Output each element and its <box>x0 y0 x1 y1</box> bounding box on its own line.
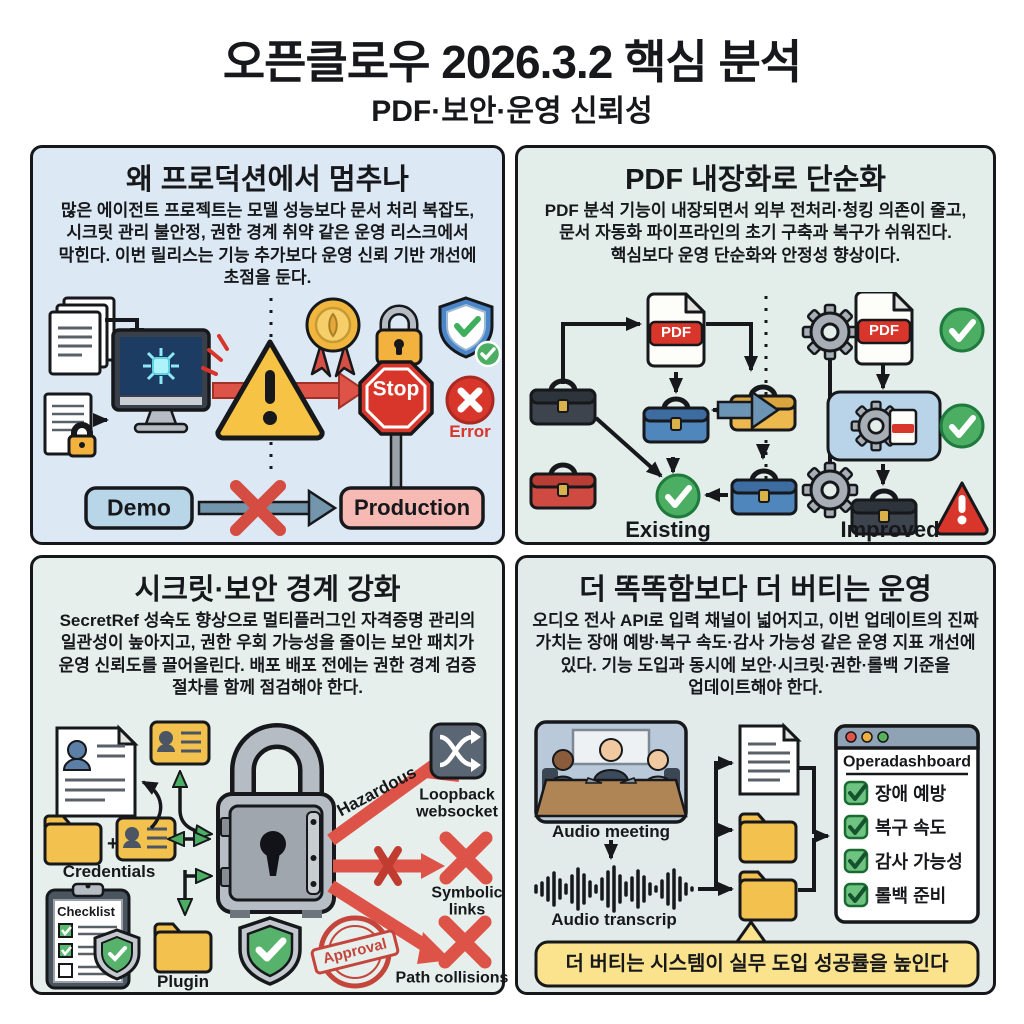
padlock-icon <box>375 304 423 366</box>
check-icon <box>941 309 983 351</box>
audio-meeting-icon <box>534 720 688 824</box>
loopback-label: Loopback websocket <box>416 786 498 821</box>
unified-pdf-engine <box>826 390 942 462</box>
dashboard-item: 복구 속도 <box>875 818 947 838</box>
ops-dashboard-window <box>834 724 980 924</box>
panel-production-title: 왜 프로덕션에서 멈추나 <box>126 164 409 196</box>
pdf-label: PDF <box>661 323 691 341</box>
dashboard-item: 롤백 준비 <box>875 886 947 906</box>
checklist-clipboard-icon <box>45 882 131 990</box>
verified-shield-icon <box>438 296 502 368</box>
banner-label: 더 버티는 시스템이 실무 도입 성공률을 높인다 <box>565 953 949 976</box>
toolbox-dark-icon <box>531 381 595 424</box>
panel-pdf-title: PDF 내장화로 단순화 <box>625 164 886 196</box>
toolbox-red-icon <box>531 465 595 508</box>
folder-icon <box>738 812 798 864</box>
plugin-folder-icon <box>153 922 213 974</box>
transition-arrow <box>716 389 781 431</box>
gear-icon <box>801 303 859 361</box>
panel-security-title: 시크릿·보안 경계 강화 <box>134 574 401 606</box>
shield-check-icon <box>238 916 302 986</box>
locked-document-icon <box>43 392 97 458</box>
gear-icon <box>801 461 859 519</box>
banner-callout <box>534 919 980 988</box>
error-label: Error <box>449 421 491 441</box>
blocked-x-icon <box>446 838 486 878</box>
pipeline-connectors <box>698 756 830 896</box>
existing-label: Existing <box>625 517 711 543</box>
symbolic-links-label: Symbolic links <box>431 884 503 919</box>
audio-meeting-label: Audio meeting <box>551 821 671 841</box>
dashboard-item: 장애 예방 <box>875 784 947 804</box>
production-label: Production <box>353 495 471 521</box>
panel-pdf-figure: PDF PDF Existing Improved <box>518 292 993 543</box>
credentials-label: Credentials <box>62 861 156 881</box>
plugin-label: Plugin <box>157 971 209 991</box>
safe-icon <box>216 723 336 918</box>
audio-transcript-label: Audio transcrip <box>551 909 677 929</box>
credentials-icons: + <box>43 814 177 866</box>
page-title: 오픈클로우 2026.3.2 핵심 분석 <box>222 36 802 88</box>
pdf-label: PDF <box>869 321 899 339</box>
person-document-icon <box>55 724 139 818</box>
warning-triangle-icon <box>201 334 325 441</box>
panel-operations-body: 오디오 전사 API로 입력 채널이 넓어지고, 이번 업데이트의 진짜 가치는… <box>532 611 979 698</box>
demo-box <box>84 486 194 530</box>
warning-icon <box>935 481 989 536</box>
panel-pdf-body: PDF 분석 기능이 내장되면서 외부 전처리·청킹 의존이 줄고, 문서 자동… <box>544 201 967 265</box>
panel-production: 왜 프로덕션에서 멈추나 많은 에이전트 프로젝트는 모델 성능보다 문서 처리… <box>30 145 505 545</box>
panel-operations-title: 더 똑똑함보다 더 버티는 운영 <box>579 574 932 606</box>
improved-label: Improved <box>840 517 940 543</box>
transcript-document-icon <box>738 722 802 796</box>
demo-to-production-arrow <box>197 480 338 536</box>
secret-connectors <box>141 772 211 914</box>
shield-check-small-icon <box>93 928 141 981</box>
page-subtitle: PDF·보안·운영 신뢰성 <box>371 95 653 128</box>
medal-icon <box>305 297 361 378</box>
waveform-icon <box>534 865 694 913</box>
approval-stamp-icon <box>310 915 400 989</box>
toolbox-blue-icon <box>644 399 708 442</box>
panel-security-figure: + <box>33 718 508 991</box>
blocked-x-icon <box>445 922 485 962</box>
stop-sign <box>358 360 434 494</box>
folder-icon <box>738 870 798 922</box>
check-icon <box>657 475 699 517</box>
toolbox-blue2-icon <box>732 471 796 514</box>
panel-security-body: SecretRef 성숙도 향상으로 멀티플러그인 자격증명 관리의 일관성이 … <box>58 611 477 698</box>
panel-pdf: PDF 내장화로 단순화 PDF 분석 기능이 내장되면서 외부 전처리·청킹 … <box>515 145 996 545</box>
demo-label: Demo <box>107 494 171 521</box>
check-icon <box>941 405 983 447</box>
production-box <box>339 486 485 530</box>
error-icon <box>445 375 495 425</box>
panel-security: 시크릿·보안 경계 강화 SecretRef 성숙도 향상으로 멀티플러그인 자… <box>30 555 508 995</box>
svg-text:+: + <box>107 833 119 855</box>
panel-operations: 더 똑똑함보다 더 버티는 운영 오디오 전사 API로 입력 채널이 넓어지고… <box>515 555 996 995</box>
document-stack-icon <box>48 296 116 376</box>
checklist-label: Checklist <box>57 903 115 919</box>
monitor-icon <box>111 328 211 434</box>
panel-production-body: 많은 에이전트 프로젝트는 모델 성능보다 문서 처리 복잡도, 시크릿 관리 … <box>58 201 477 288</box>
loopback-websocket-icon <box>429 722 487 780</box>
path-collisions-label: Path collisions <box>395 969 509 987</box>
stop-label: Stop <box>372 377 420 401</box>
panel-operations-figure: Audio meeting Audio transcrip Operadashb… <box>518 718 993 990</box>
dashboard-item: 감사 가능성 <box>875 852 963 872</box>
panel-production-figure: Stop Error Demo Production <box>33 292 502 540</box>
id-folder-icon <box>149 720 211 766</box>
dashboard-title-label: Operadashboard <box>842 753 972 771</box>
